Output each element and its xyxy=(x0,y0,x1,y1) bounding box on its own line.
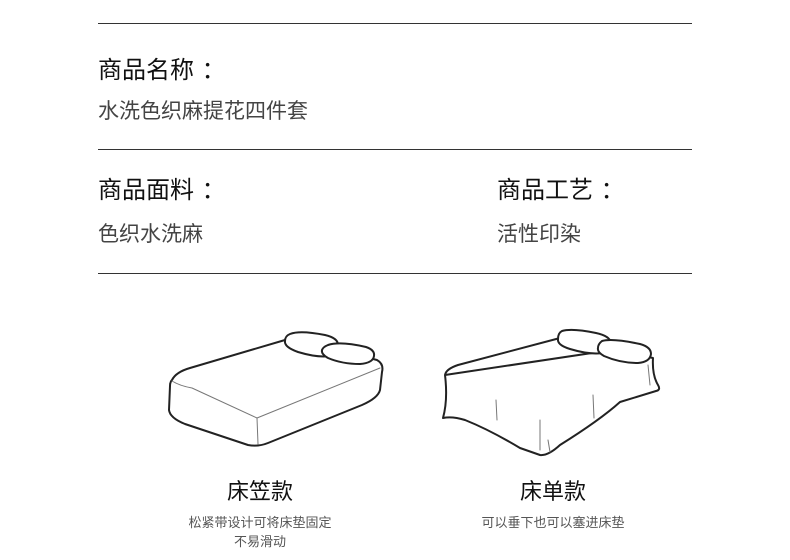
product-name-value: 水洗色织麻提花四件套 xyxy=(98,99,308,123)
divider xyxy=(98,273,692,274)
flat-sheet-desc: 可以垂下也可以塞进床垫 xyxy=(481,516,625,531)
flat-sheet-title: 床单款 xyxy=(519,480,586,505)
product-name-label: 商品名称 ： xyxy=(98,56,226,84)
craft-label: 商品工艺 ： xyxy=(497,176,625,204)
craft-value: 活性印染 xyxy=(497,222,581,246)
fitted-sheet-bed-icon xyxy=(168,331,384,447)
fabric-label: 商品面料 ： xyxy=(98,176,226,204)
fitted-sheet-desc-line2: 不易滑动 xyxy=(233,535,286,550)
fitted-sheet-title: 床笠款 xyxy=(226,480,293,505)
divider xyxy=(98,23,692,24)
flat-sheet-bed-icon xyxy=(442,328,661,457)
fitted-sheet-desc-line1: 松紧带设计可将床垫固定 xyxy=(188,516,332,531)
fabric-value: 色织水洗麻 xyxy=(98,222,203,246)
divider xyxy=(98,149,692,150)
